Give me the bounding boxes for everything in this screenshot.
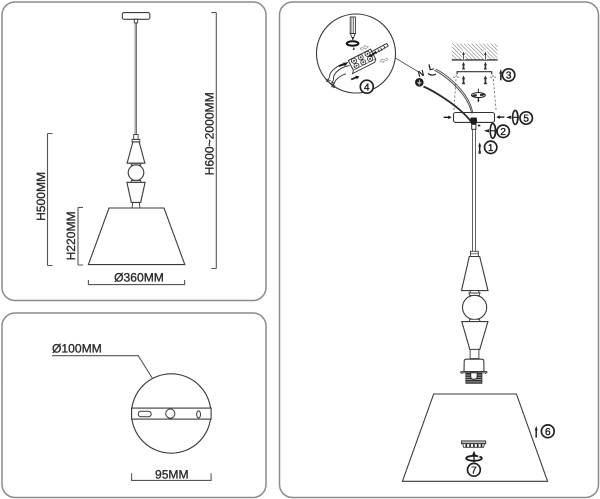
svg-text:H600~2000MM: H600~2000MM [203, 92, 217, 175]
svg-text:H500MM: H500MM [34, 172, 48, 221]
svg-text:Ø360MM: Ø360MM [114, 271, 164, 285]
svg-text:7: 7 [471, 465, 477, 476]
svg-text:4: 4 [364, 82, 370, 93]
svg-text:Ø100MM: Ø100MM [52, 342, 102, 356]
svg-text:6: 6 [545, 427, 551, 438]
svg-text:1: 1 [488, 143, 494, 154]
svg-text:L: L [427, 61, 435, 72]
svg-text:2: 2 [500, 127, 506, 138]
svg-text:H220MM: H220MM [64, 211, 78, 260]
svg-text:N: N [417, 68, 425, 79]
svg-text:95MM: 95MM [155, 468, 189, 482]
svg-text:3: 3 [506, 71, 512, 82]
svg-text:5: 5 [523, 114, 529, 125]
